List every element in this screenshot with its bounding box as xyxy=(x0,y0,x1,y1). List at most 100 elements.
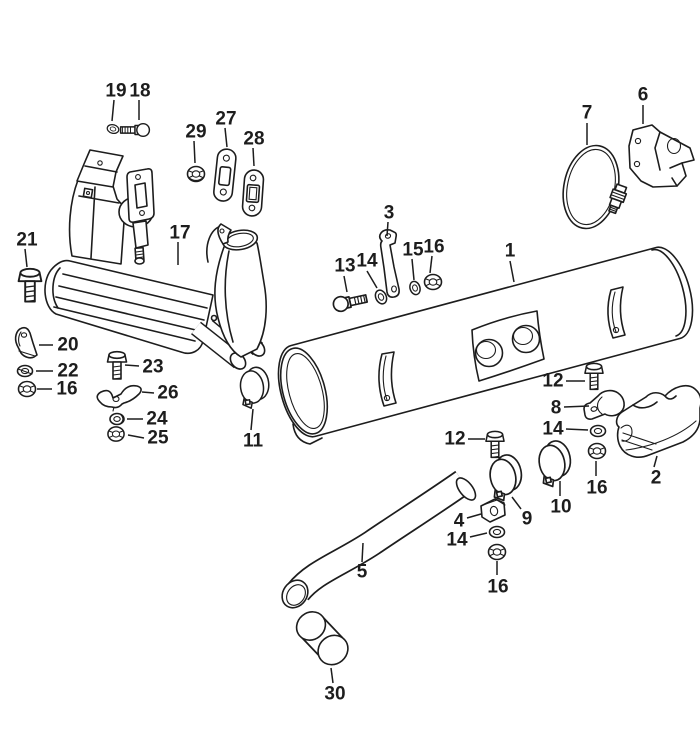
muffler-right-cap-seam xyxy=(651,248,687,337)
callout-8-24[interactable]: 8 xyxy=(551,398,562,419)
leader-line-4-31 xyxy=(466,513,482,519)
tailpipe-outlet-inner xyxy=(286,584,306,606)
callout-5-34[interactable]: 5 xyxy=(357,562,368,583)
flange-hole-top xyxy=(135,174,141,180)
tailpipe-inlet-end xyxy=(455,477,477,501)
callout-27-3[interactable]: 27 xyxy=(215,109,236,130)
callout-30-35[interactable]: 30 xyxy=(324,684,345,705)
gasket-27-drawing xyxy=(213,148,237,202)
callout-24-12[interactable]: 24 xyxy=(146,409,168,430)
muffler-right-louver xyxy=(607,286,626,339)
leader-line-26-11 xyxy=(141,391,155,394)
callout-17-5[interactable]: 17 xyxy=(169,223,190,244)
nut-25-drawing xyxy=(107,426,125,442)
callout-29-2[interactable]: 29 xyxy=(185,122,206,143)
callout-16-9[interactable]: 16 xyxy=(56,379,77,400)
callout-22-8[interactable]: 22 xyxy=(57,361,78,382)
callout-2-27[interactable]: 2 xyxy=(651,468,662,489)
leader-line-27-3 xyxy=(224,127,228,148)
leader-line-13-15 xyxy=(343,275,348,293)
callout-9-29[interactable]: 9 xyxy=(522,509,533,530)
callout-13-15[interactable]: 13 xyxy=(334,256,355,277)
callout-18-1[interactable]: 18 xyxy=(129,81,150,102)
p-clamp-8-drawing xyxy=(583,389,625,420)
leader-line-21-6 xyxy=(24,248,28,268)
leader-line-1-20 xyxy=(509,260,515,283)
leader-line-9-29 xyxy=(511,496,522,510)
bracket-4-drawing xyxy=(480,498,506,523)
right-louver-line xyxy=(611,291,617,333)
leader-line-5-34 xyxy=(361,542,364,563)
callout-25-13[interactable]: 25 xyxy=(147,428,169,449)
callout-14-25[interactable]: 14 xyxy=(542,419,564,440)
flange-hole-bottom xyxy=(139,210,145,216)
callout-12-23[interactable]: 12 xyxy=(542,371,563,392)
nut-16-right-drawing xyxy=(587,442,607,460)
muffler-left-opening-inner xyxy=(286,353,325,429)
callout-12-28[interactable]: 12 xyxy=(444,429,465,450)
nut-29-drawing xyxy=(186,165,206,183)
callout-6-22[interactable]: 6 xyxy=(638,85,649,106)
tailpipe-tip-30-drawing xyxy=(295,611,349,666)
bracket-6-drawing xyxy=(628,124,695,188)
down-pipe-contour xyxy=(224,250,234,343)
callout-23-10[interactable]: 23 xyxy=(142,357,163,378)
nut-16-lower-drawing xyxy=(487,543,507,561)
tailpipe-outlet-end xyxy=(281,579,309,609)
callout-10-30[interactable]: 10 xyxy=(550,497,571,518)
inlet-port-left-inner xyxy=(475,340,497,360)
callout-7-21[interactable]: 7 xyxy=(582,103,593,124)
callout-16-26[interactable]: 16 xyxy=(586,478,607,499)
left-louver-line xyxy=(382,355,388,401)
heat-exchanger-box xyxy=(44,259,214,355)
callout-26-11[interactable]: 26 xyxy=(157,383,178,404)
clamp-7-drawing xyxy=(562,144,628,230)
leader-line-16-19 xyxy=(429,255,433,274)
exhaust-flange xyxy=(126,168,155,223)
tailpipe-fill xyxy=(288,472,470,600)
nut-16-left-drawing xyxy=(17,380,37,398)
muffler-drawing xyxy=(277,246,694,445)
heat-exchanger-ribs xyxy=(53,273,208,342)
callout-15-18[interactable]: 15 xyxy=(402,240,424,261)
callout-28-4[interactable]: 28 xyxy=(243,129,264,150)
heat-exchanger-left-curve xyxy=(52,267,61,309)
callout-19-0[interactable]: 19 xyxy=(105,81,126,102)
callout-4-31[interactable]: 4 xyxy=(454,511,465,532)
leader-line-23-10 xyxy=(124,364,140,367)
gasket-28-drawing xyxy=(241,169,265,217)
clamp-7-screw xyxy=(608,183,628,215)
leader-line-15-18 xyxy=(411,258,415,281)
callout-20-7[interactable]: 20 xyxy=(57,335,78,356)
leader-line-29-2 xyxy=(193,140,196,164)
callout-21-6[interactable]: 21 xyxy=(16,230,38,251)
flange-slot xyxy=(134,182,148,209)
callout-11-14[interactable]: 11 xyxy=(243,431,264,452)
callout-1-20[interactable]: 1 xyxy=(505,241,516,262)
stub-tab-hole xyxy=(85,190,91,196)
callout-14-32[interactable]: 14 xyxy=(446,530,468,551)
callout-16-33[interactable]: 16 xyxy=(487,577,508,598)
inlet-port-right xyxy=(511,324,541,354)
leader-line-14-25 xyxy=(565,428,589,431)
tip-open-end xyxy=(317,634,349,666)
callout-16-19[interactable]: 16 xyxy=(423,237,444,258)
clip-24-drawing xyxy=(109,412,125,426)
leader-line-14-32 xyxy=(469,532,488,538)
stub-seam xyxy=(84,165,118,173)
stub-tab xyxy=(82,187,94,199)
leader-line-19-0 xyxy=(111,99,115,122)
washer-14-right-drawing xyxy=(589,424,607,438)
leader-line-2-27 xyxy=(653,455,658,468)
leader-line-28-4 xyxy=(252,147,255,167)
callout-3-17[interactable]: 3 xyxy=(384,203,395,224)
leader-line-25-13 xyxy=(127,434,145,439)
clip-22-drawing xyxy=(16,364,34,378)
nut-16-mid-drawing xyxy=(423,273,443,291)
outlet-stud xyxy=(210,314,218,322)
leader-line-8-24 xyxy=(563,405,590,408)
muffler-left-louver xyxy=(378,351,397,407)
callout-14-16[interactable]: 14 xyxy=(356,251,378,272)
